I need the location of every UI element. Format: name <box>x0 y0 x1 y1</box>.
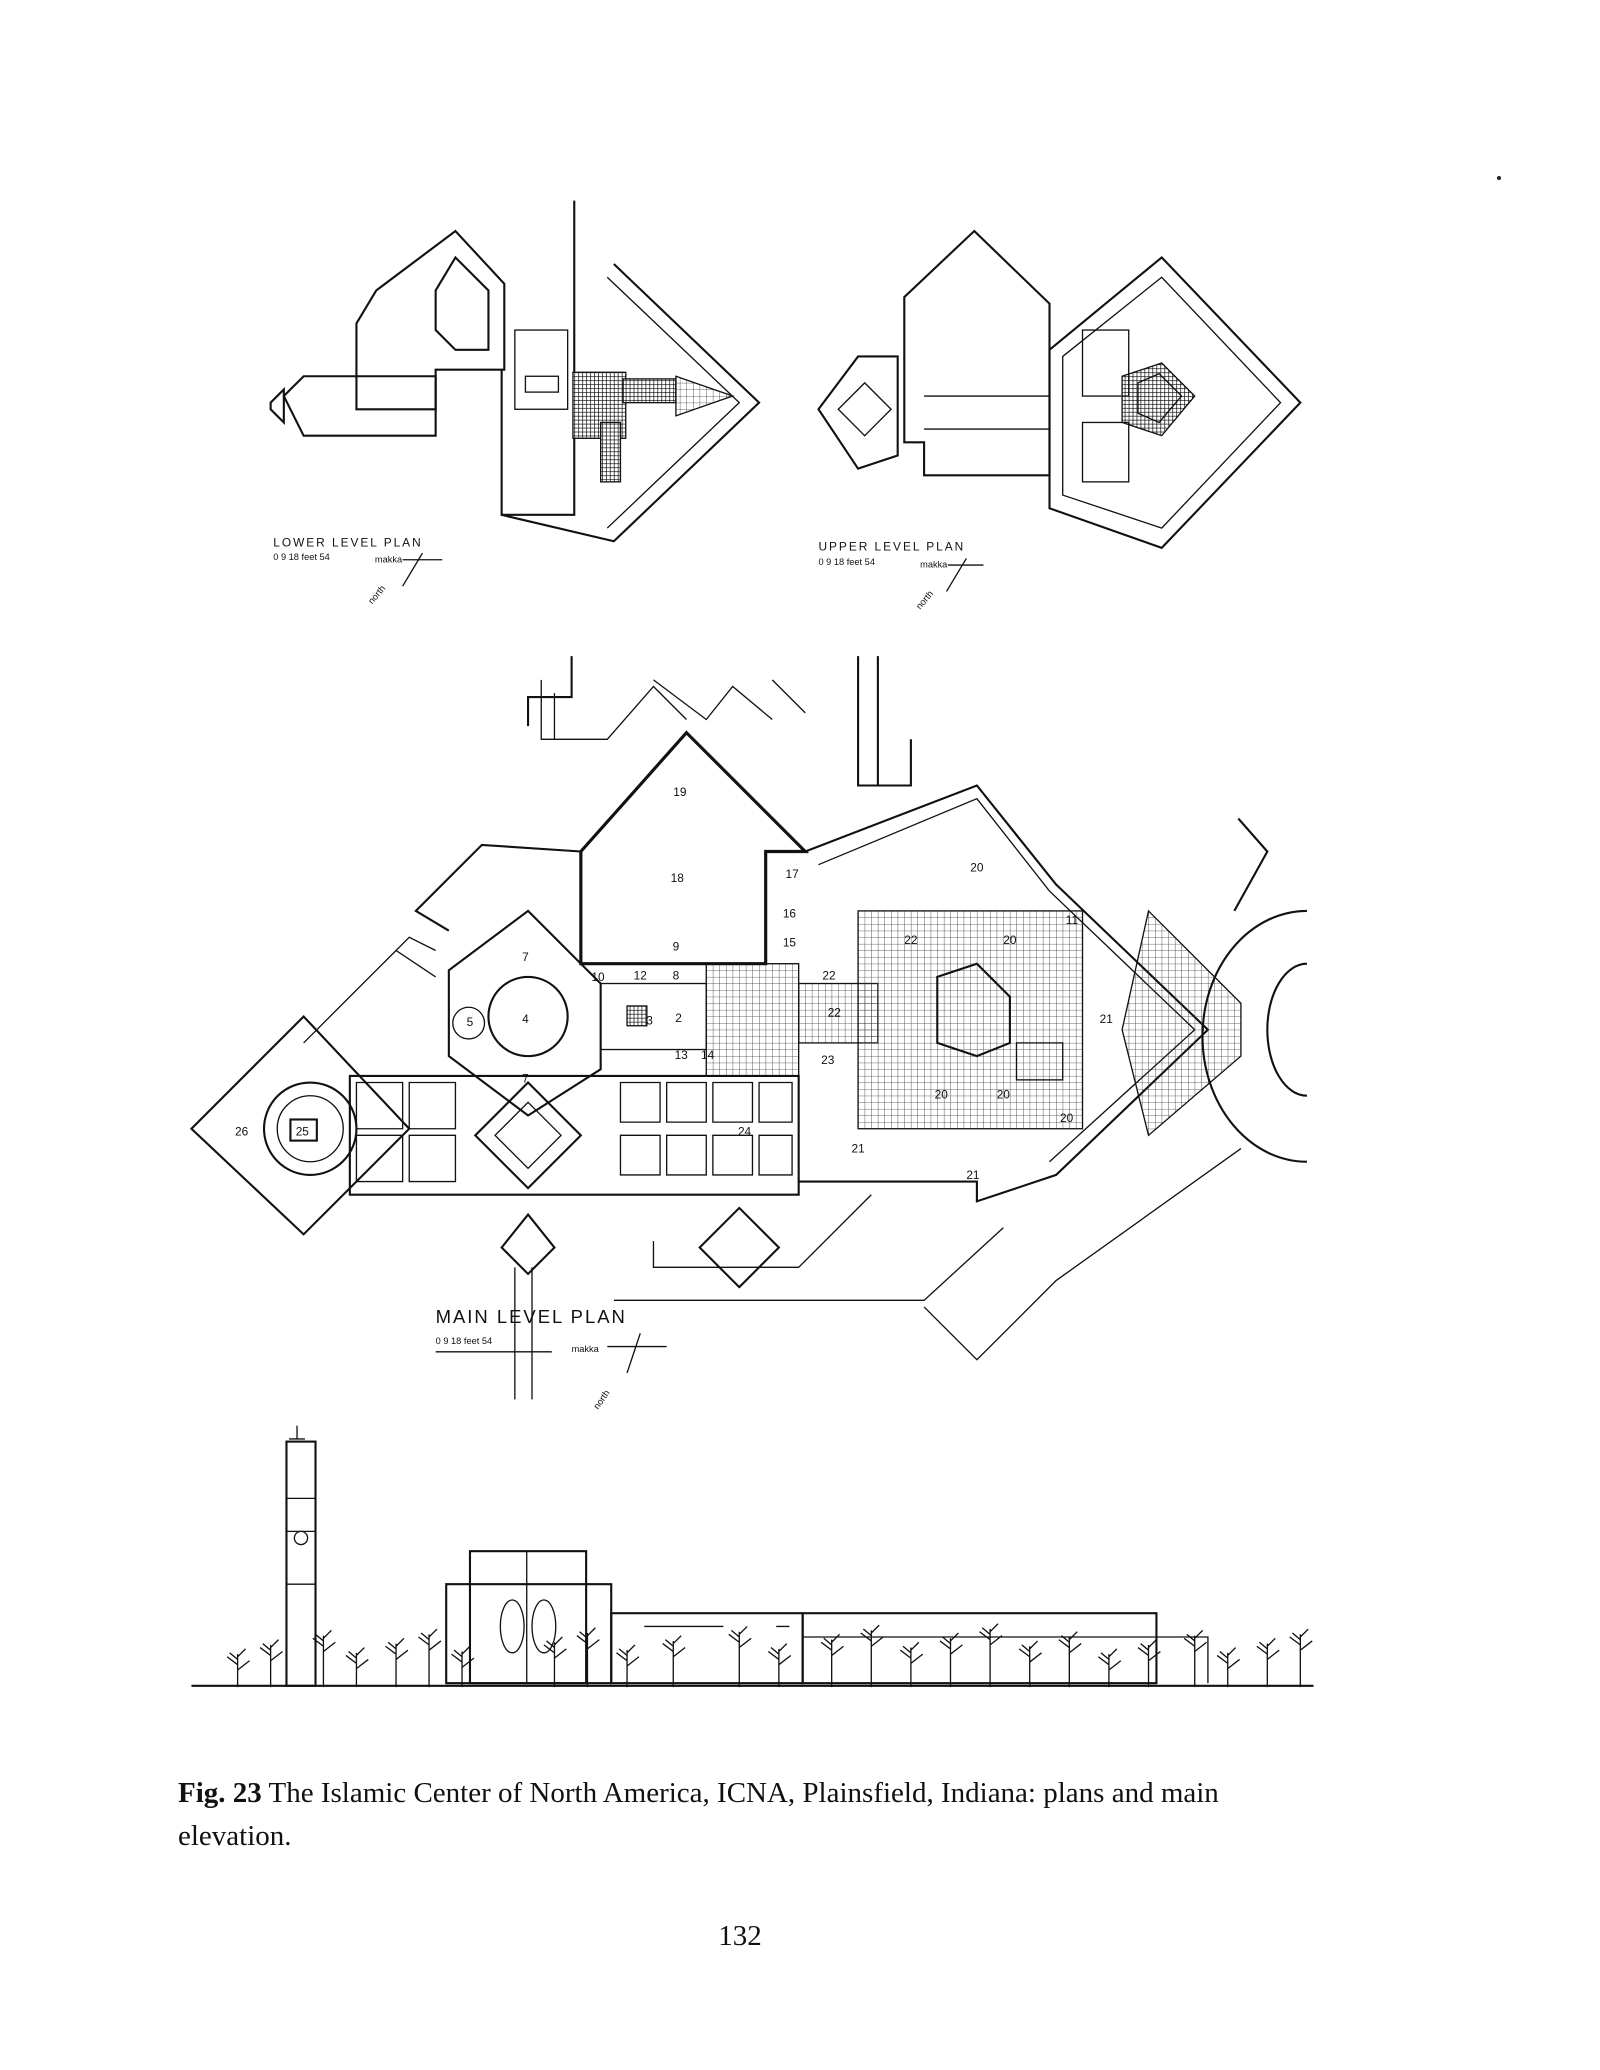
tree-sketch <box>1289 1628 1313 1688</box>
room-number: 3 <box>646 1013 653 1027</box>
room-number: 2 <box>675 1011 682 1025</box>
room-number: 21 <box>966 1168 980 1182</box>
tree-sketch <box>1216 1647 1241 1688</box>
speck <box>1497 176 1501 180</box>
room-number: 26 <box>235 1124 249 1138</box>
tree-sketch <box>1137 1639 1161 1688</box>
lower-plan-makka: makka <box>375 554 403 564</box>
main-plan-makka: makka <box>572 1344 600 1354</box>
main-plan-scale: 0 9 18 feet 54 <box>436 1336 492 1346</box>
room-number: 7 <box>522 1072 529 1086</box>
main-plan-north: north <box>591 1388 611 1411</box>
tree-sketch <box>860 1624 884 1688</box>
figure-label: Fig. 23 <box>178 1777 262 1809</box>
lower-plan-title: LOWER LEVEL PLAN <box>273 536 422 550</box>
room-number: 20 <box>935 1087 949 1101</box>
main-elevation <box>191 1425 1314 1688</box>
page-number: 132 <box>718 1920 762 1952</box>
room-number: 20 <box>1060 1111 1074 1125</box>
room-number: 20 <box>997 1087 1011 1101</box>
tree-sketch <box>820 1633 844 1688</box>
room-number: 15 <box>783 936 797 950</box>
tree-sketch <box>1097 1648 1122 1688</box>
room-number: 22 <box>828 1006 841 1020</box>
lower-plan-north: north <box>366 583 387 606</box>
tree-sketches <box>226 1623 1313 1688</box>
lower-level-plan: LOWER LEVEL PLAN 0 9 18 feet 54 makka no… <box>269 200 761 606</box>
tree-sketch <box>1256 1637 1280 1688</box>
lower-plan-scale: 0 9 18 feet 54 <box>273 552 329 562</box>
room-number: 4 <box>522 1012 529 1026</box>
room-number: 20 <box>970 860 984 874</box>
room-number: 16 <box>783 907 797 921</box>
tree-sketch <box>899 1641 924 1688</box>
room-number: 18 <box>671 871 685 885</box>
room-number: 13 <box>675 1048 689 1062</box>
tree-sketch <box>662 1635 686 1688</box>
room-number: 8 <box>673 969 680 983</box>
room-number-labels: 19 18 17 16 15 22 22 20 20 11 10 12 8 9 7 4 5 3 2 13 14 23 22 2… <box>235 785 1113 1182</box>
tree-sketch <box>345 1647 369 1688</box>
tree-sketch <box>226 1648 250 1688</box>
room-number: 22 <box>822 969 835 983</box>
tree-sketch <box>979 1623 1003 1688</box>
tree-sketch <box>616 1644 640 1688</box>
upper-plan-north: north <box>914 589 935 612</box>
tree-sketch <box>259 1639 283 1688</box>
main-level-plan: 19 18 17 16 15 22 22 20 20 11 10 12 8 9 7 4 5 3 2 13 14 23 22 2… <box>189 656 1307 1411</box>
room-number: 22 <box>904 933 917 947</box>
tree-sketch <box>576 1627 600 1688</box>
room-number: 25 <box>296 1124 310 1138</box>
tree-sketch <box>543 1636 567 1688</box>
tree-sketch <box>451 1645 475 1688</box>
room-number: 21 <box>851 1141 865 1155</box>
tree-sketch <box>939 1632 963 1688</box>
room-number: 5 <box>467 1015 474 1029</box>
tree-sketch <box>385 1637 409 1688</box>
room-number: 11 <box>1066 913 1079 927</box>
room-number: 24 <box>738 1124 752 1138</box>
upper-level-plan: UPPER LEVEL PLAN 0 9 18 feet 54 makka no… <box>817 229 1302 612</box>
tree-sketch <box>1183 1629 1208 1688</box>
room-number: 7 <box>522 950 529 964</box>
tree-sketch <box>1018 1640 1042 1688</box>
tree-sketch <box>728 1625 752 1688</box>
room-number: 20 <box>1003 933 1017 947</box>
room-number: 12 <box>634 969 647 983</box>
upper-plan-scale: 0 9 18 feet 54 <box>818 557 874 567</box>
tree-sketch <box>1058 1631 1082 1688</box>
caption-text: The Islamic Center of North America, ICN… <box>178 1777 1219 1852</box>
upper-plan-title: UPPER LEVEL PLAN <box>818 540 965 554</box>
tree-sketch <box>418 1628 442 1688</box>
room-number: 10 <box>591 970 605 984</box>
room-number: 14 <box>701 1048 715 1062</box>
tree-sketch <box>767 1643 792 1688</box>
room-number: 9 <box>673 940 680 954</box>
room-number: 19 <box>673 785 687 799</box>
main-plan-title: MAIN LEVEL PLAN <box>436 1306 627 1327</box>
room-number: 17 <box>785 867 798 881</box>
room-number: 21 <box>1100 1012 1114 1026</box>
figure-caption: Fig. 23 The Islamic Center of North Amer… <box>178 1772 1328 1858</box>
room-number: 23 <box>821 1053 835 1067</box>
upper-plan-makka: makka <box>920 560 948 570</box>
tree-sketch <box>312 1629 336 1688</box>
